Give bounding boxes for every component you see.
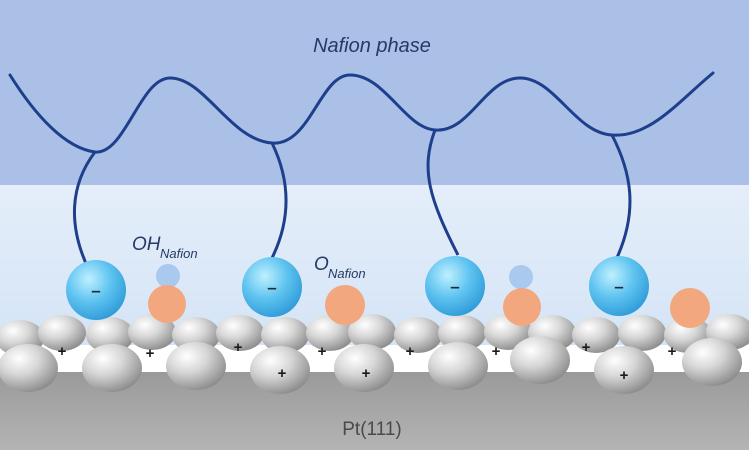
- oh-label-subscript: Nafion: [160, 246, 198, 261]
- substrate-label: Pt(111): [342, 419, 402, 440]
- oh-adsorbate-2: [503, 265, 541, 326]
- nafion-phase-label: Nafion phase: [313, 35, 431, 57]
- o-adsorbate-2: [670, 288, 710, 328]
- o-label-subscript: Nafion: [328, 266, 366, 281]
- svg-text:+: +: [146, 345, 155, 362]
- polymer-backbone: [8, 71, 715, 154]
- side-chain-2: [268, 142, 288, 263]
- sulfonate-anion-1: –: [66, 260, 126, 320]
- positive-charges: + + + + + + + + + + +: [58, 339, 677, 384]
- o-nafion-label: O Nafion: [314, 254, 366, 281]
- o-adsorbate: [325, 285, 365, 325]
- side-chain-4: [610, 134, 632, 263]
- pt-atoms-front-row: [0, 336, 742, 394]
- svg-text:+: +: [582, 339, 591, 356]
- side-chain-3: [426, 129, 460, 256]
- svg-text:+: +: [278, 365, 287, 382]
- svg-text:+: +: [620, 367, 629, 384]
- svg-text:+: +: [406, 343, 415, 360]
- o-label-main: O: [314, 254, 329, 275]
- svg-text:+: +: [362, 365, 371, 382]
- svg-text:–: –: [267, 278, 276, 297]
- oh-label-main: OH: [132, 234, 161, 255]
- svg-text:+: +: [318, 343, 327, 360]
- oh-adsorbate-1: [148, 264, 186, 323]
- oh-nafion-label: OH Nafion: [132, 234, 198, 261]
- sulfonate-anion-4: –: [589, 256, 649, 316]
- svg-text:+: +: [58, 343, 67, 360]
- svg-text:+: +: [234, 339, 243, 356]
- svg-text:–: –: [91, 281, 100, 300]
- side-chain-1: [73, 151, 97, 269]
- sulfonate-anion-2: –: [242, 257, 302, 317]
- svg-text:+: +: [492, 343, 501, 360]
- nafion-phase-band: [0, 0, 749, 185]
- svg-text:–: –: [614, 277, 623, 296]
- svg-text:+: +: [668, 343, 677, 360]
- svg-text:–: –: [450, 277, 459, 296]
- sulfonate-anion-3: –: [425, 256, 485, 316]
